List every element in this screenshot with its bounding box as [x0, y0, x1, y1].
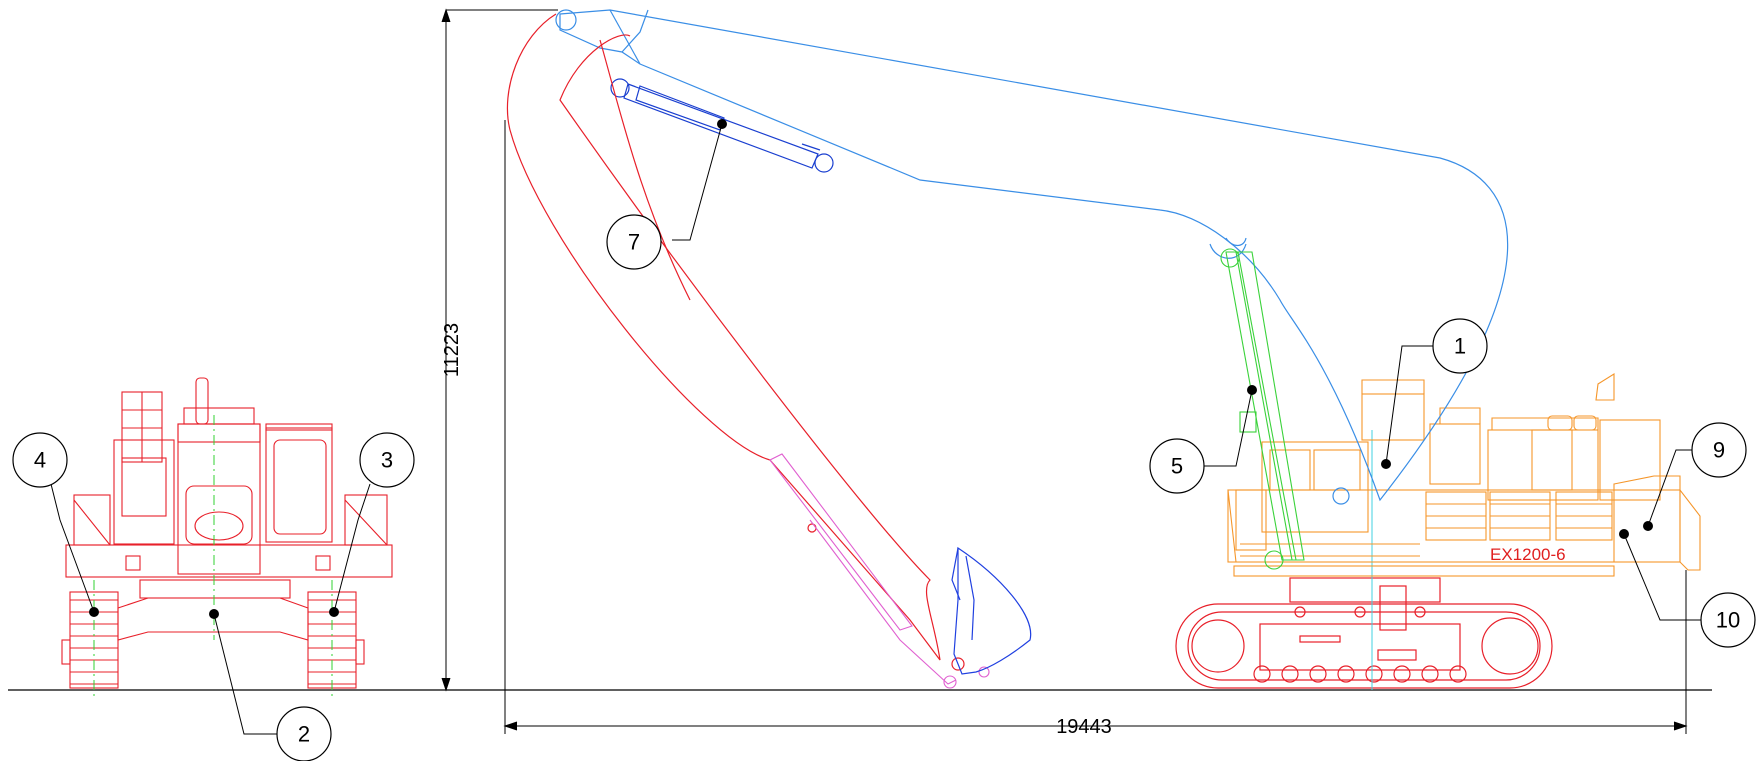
bucket-cylinder: [769, 453, 990, 689]
length-dimension-label: 19443: [1056, 716, 1112, 738]
front-undercarriage: [117, 597, 309, 641]
height-dimension-label: 11223: [441, 323, 463, 377]
front-left-track: [61, 591, 119, 689]
callout-circle: [359, 432, 415, 488]
length-dimension: [503, 120, 1688, 734]
height-dimension: [441, 8, 558, 692]
callout-label: 3: [381, 448, 393, 473]
callout-circle: [1149, 438, 1205, 494]
callout-label: 2: [298, 722, 310, 747]
callout-circle: [276, 706, 332, 761]
side-track: [1175, 577, 1553, 689]
callout-10: 10: [1700, 592, 1756, 648]
cab: [1261, 441, 1369, 533]
callout-7: 7: [606, 214, 662, 270]
leader-lines: [49, 123, 1714, 735]
callout-label: 9: [1713, 438, 1725, 463]
callout-3: 3: [359, 432, 415, 488]
arm: [506, 13, 965, 671]
callout-label: 10: [1716, 608, 1740, 633]
upper-structure: [1227, 373, 1701, 577]
callout-label: 5: [1171, 454, 1183, 479]
callout-circle: [1432, 318, 1488, 374]
callout-label: 7: [628, 230, 640, 255]
callout-9: 9: [1691, 422, 1747, 478]
callout-label: 4: [34, 448, 46, 473]
track-rollers: [1253, 606, 1467, 683]
callout-4: 4: [12, 432, 68, 488]
callout-circle: [1700, 592, 1756, 648]
bucket: [951, 546, 1032, 675]
leader-dots: [89, 119, 1653, 619]
callout-5: 5: [1149, 438, 1205, 494]
callout-1: 1: [1432, 318, 1488, 374]
callout-2: 2: [276, 706, 332, 761]
front-view: [61, 377, 393, 689]
callout-circle: [1691, 422, 1747, 478]
front-deck: [65, 544, 393, 578]
front-right-track: [307, 591, 365, 689]
front-centerlines: [93, 415, 333, 700]
callout-circle: [12, 432, 68, 488]
callout-label: 1: [1454, 334, 1466, 359]
callout-circle: [606, 214, 662, 270]
boom-cylinder: [1220, 248, 1305, 570]
boom: [555, 9, 1509, 505]
model-label: EX1200-6: [1490, 545, 1566, 564]
